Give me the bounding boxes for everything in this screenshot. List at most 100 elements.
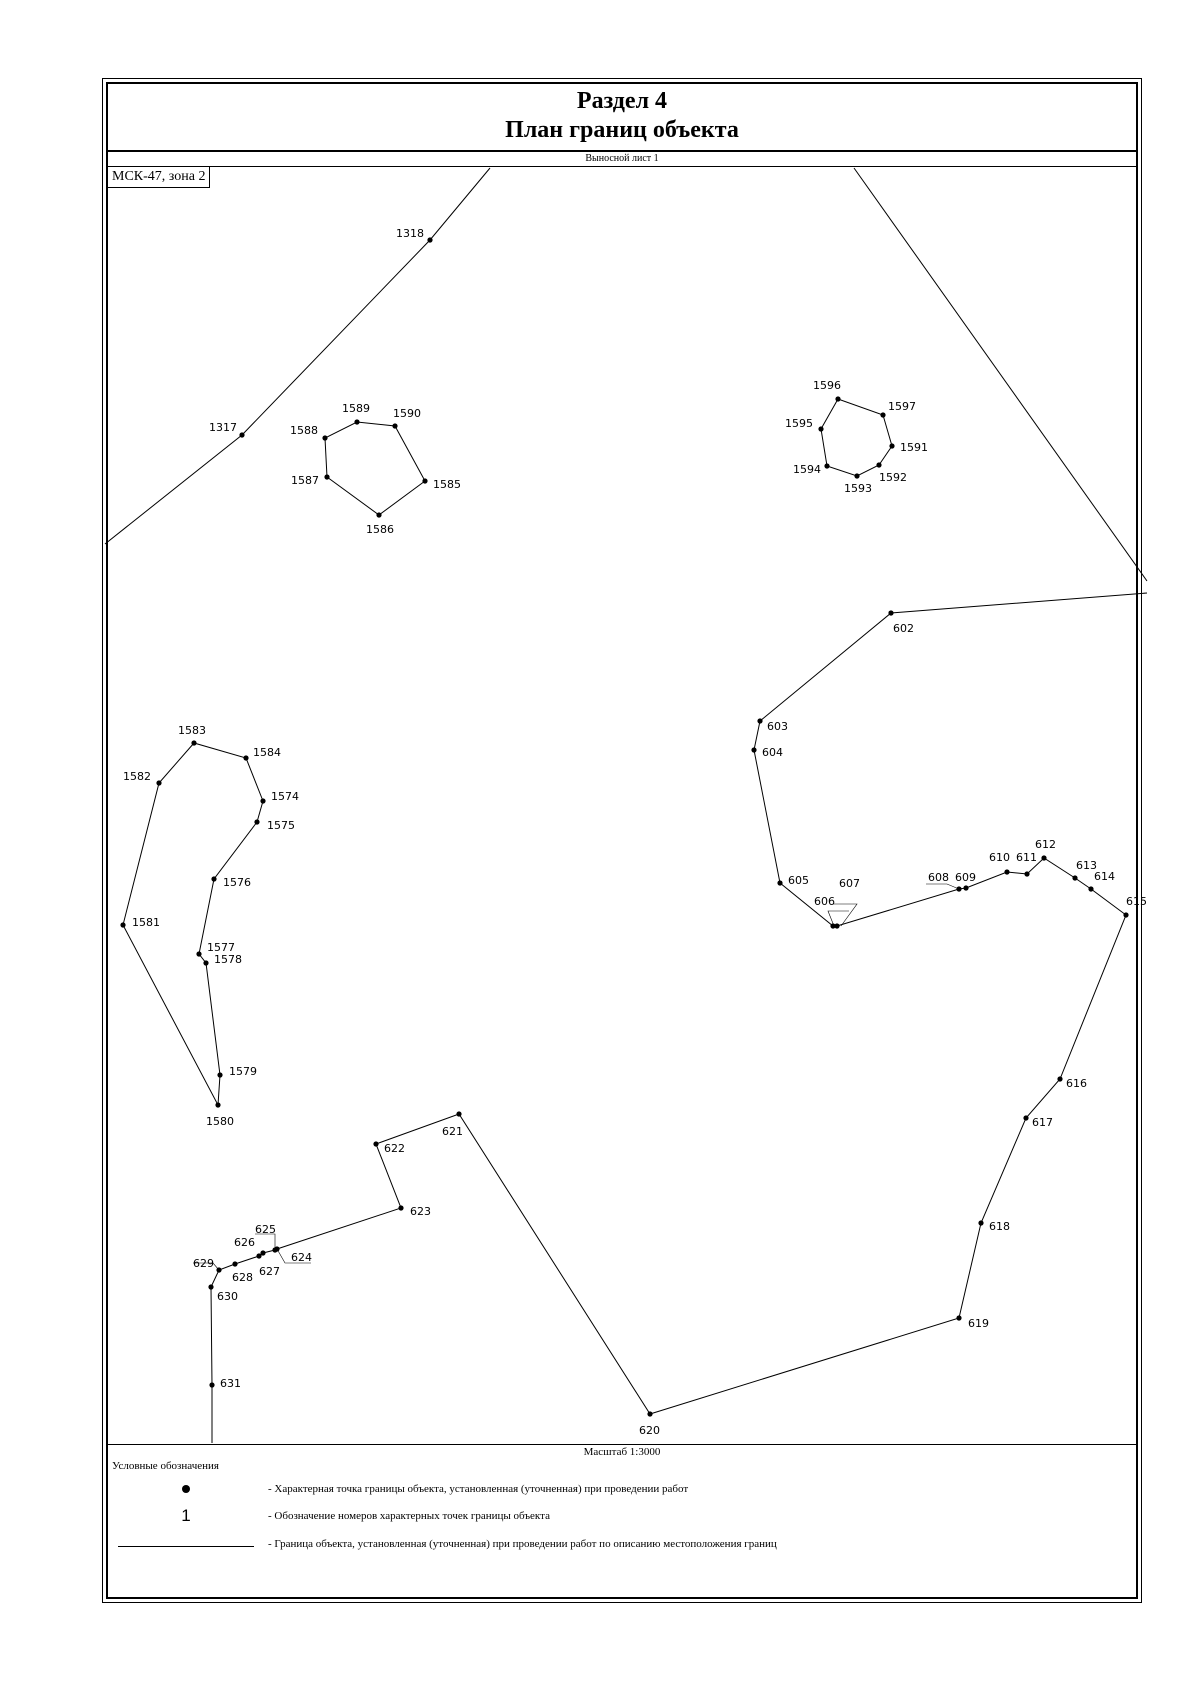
boundary-point-631 [209, 1382, 215, 1388]
legend-text-point: - Характерная точка границы объекта, уст… [268, 1483, 689, 1495]
boundary-point-1594 [824, 463, 830, 469]
point-label-626: 626 [234, 1236, 255, 1249]
boundary-point-622 [373, 1141, 379, 1147]
point-label-612: 612 [1035, 838, 1056, 851]
boundary-point-1578 [203, 960, 209, 966]
boundary-point-1579 [217, 1072, 223, 1078]
point-label-608: 608 [928, 871, 949, 884]
point-label-629: 629 [193, 1257, 214, 1270]
boundary-point-609 [963, 885, 969, 891]
point-label-619: 619 [968, 1317, 989, 1330]
boundary-point-1592 [876, 462, 882, 468]
point-label-1589: 1589 [342, 402, 370, 415]
boundary-point-1597 [880, 412, 886, 418]
boundary-point-1593 [854, 473, 860, 479]
boundary-point-614 [1088, 886, 1094, 892]
contour-1591-line [820, 398, 893, 477]
road-line-east [853, 167, 1148, 582]
point-label-615: 615 [1126, 895, 1147, 908]
boundary-point-618 [978, 1220, 984, 1226]
point-label-1592: 1592 [879, 471, 907, 484]
point-label-611: 611 [1016, 851, 1037, 864]
point-label-603: 603 [767, 720, 788, 733]
point-label-622: 622 [384, 1142, 405, 1155]
point-label-1579: 1579 [229, 1065, 257, 1078]
point-label-1593: 1593 [844, 482, 872, 495]
legend-row-point: - Характерная точка границы объекта, уст… [108, 1479, 1108, 1499]
boundary-point-630 [208, 1284, 214, 1290]
point-label-1596: 1596 [813, 379, 841, 392]
plan-title: План границ объекта [505, 117, 739, 143]
boundary-point-1575 [254, 819, 260, 825]
point-label-1318: 1318 [396, 227, 424, 240]
legend-row-boundary: - Граница объекта, установленная (уточне… [108, 1534, 1108, 1554]
boundary-point-1580 [215, 1102, 221, 1108]
boundary-point-1588 [322, 435, 328, 441]
point-label-1591: 1591 [900, 441, 928, 454]
point-label-1584: 1584 [253, 746, 281, 759]
legend-row-number: 1 - Обозначение номеров характерных точе… [108, 1506, 1108, 1526]
boundary-point-1582 [156, 780, 162, 786]
point-label-1580: 1580 [206, 1115, 234, 1128]
label-leader-line [926, 883, 960, 890]
boundary-point-610 [1004, 869, 1010, 875]
point-label-620: 620 [639, 1424, 660, 1437]
boundary-point-1574 [260, 798, 266, 804]
label-leader-line [193, 1262, 220, 1271]
boundary-point-602 [888, 610, 894, 616]
boundary-point-1576 [211, 876, 217, 882]
point-label-1576: 1576 [223, 876, 251, 889]
boundary-point-1318 [427, 237, 433, 243]
plan-sheet: Раздел 4 План границ объекта Выносной ли… [102, 78, 1148, 1603]
legend-text-boundary: - Граница объекта, установленная (уточне… [268, 1538, 777, 1550]
point-label-616: 616 [1066, 1077, 1087, 1090]
boundary-line-icon [118, 1546, 254, 1547]
road-line-west [104, 167, 491, 545]
boundary-point-1577 [196, 951, 202, 957]
point-label-1581: 1581 [132, 916, 160, 929]
plan-frame: Раздел 4 План границ объекта Выносной ли… [104, 82, 1148, 1599]
boundary-point-628 [232, 1261, 238, 1267]
boundary-point-603 [757, 718, 763, 724]
point-symbol-icon [182, 1485, 190, 1493]
legend-text-number: - Обозначение номеров характерных точек … [268, 1510, 550, 1522]
boundary-point-615 [1123, 912, 1129, 918]
point-label-1590: 1590 [393, 407, 421, 420]
point-label-621: 621 [442, 1125, 463, 1138]
boundary-point-1584 [243, 755, 249, 761]
point-label-609: 609 [955, 871, 976, 884]
main-boundary-line [210, 592, 1148, 1443]
boundary-point-616 [1057, 1076, 1063, 1082]
point-label-1583: 1583 [178, 724, 206, 737]
boundary-point-617 [1023, 1115, 1029, 1121]
boundary-point-1596 [835, 396, 841, 402]
boundary-point-607 [834, 923, 840, 929]
point-number-symbol: 1 [181, 1506, 191, 1525]
point-label-1586: 1586 [366, 523, 394, 536]
boundary-point-605 [777, 880, 783, 886]
point-label-1578: 1578 [214, 953, 242, 966]
boundary-points [120, 237, 1129, 1417]
point-label-613: 613 [1076, 859, 1097, 872]
boundary-point-619 [956, 1315, 962, 1321]
point-label-1577: 1577 [207, 941, 235, 954]
point-label-1582: 1582 [123, 770, 151, 783]
sheet-caption: Выносной лист 1 [108, 152, 1136, 167]
boundary-point-621 [456, 1111, 462, 1117]
section-title: Раздел 4 [576, 88, 668, 114]
label-leader-line [827, 910, 849, 927]
boundary-point-629 [216, 1267, 222, 1273]
point-label-1317: 1317 [209, 421, 237, 434]
point-label-1574: 1574 [271, 790, 299, 803]
point-label-1594: 1594 [793, 463, 821, 476]
point-label-617: 617 [1032, 1116, 1053, 1129]
boundary-point-623 [398, 1205, 404, 1211]
boundary-point-1585 [422, 478, 428, 484]
boundary-point-1583 [191, 740, 197, 746]
boundary-point-606 [830, 923, 836, 929]
boundary-point-625 [272, 1247, 278, 1253]
point-label-602: 602 [893, 622, 914, 635]
point-label-628: 628 [232, 1271, 253, 1284]
boundary-point-1589 [354, 419, 360, 425]
